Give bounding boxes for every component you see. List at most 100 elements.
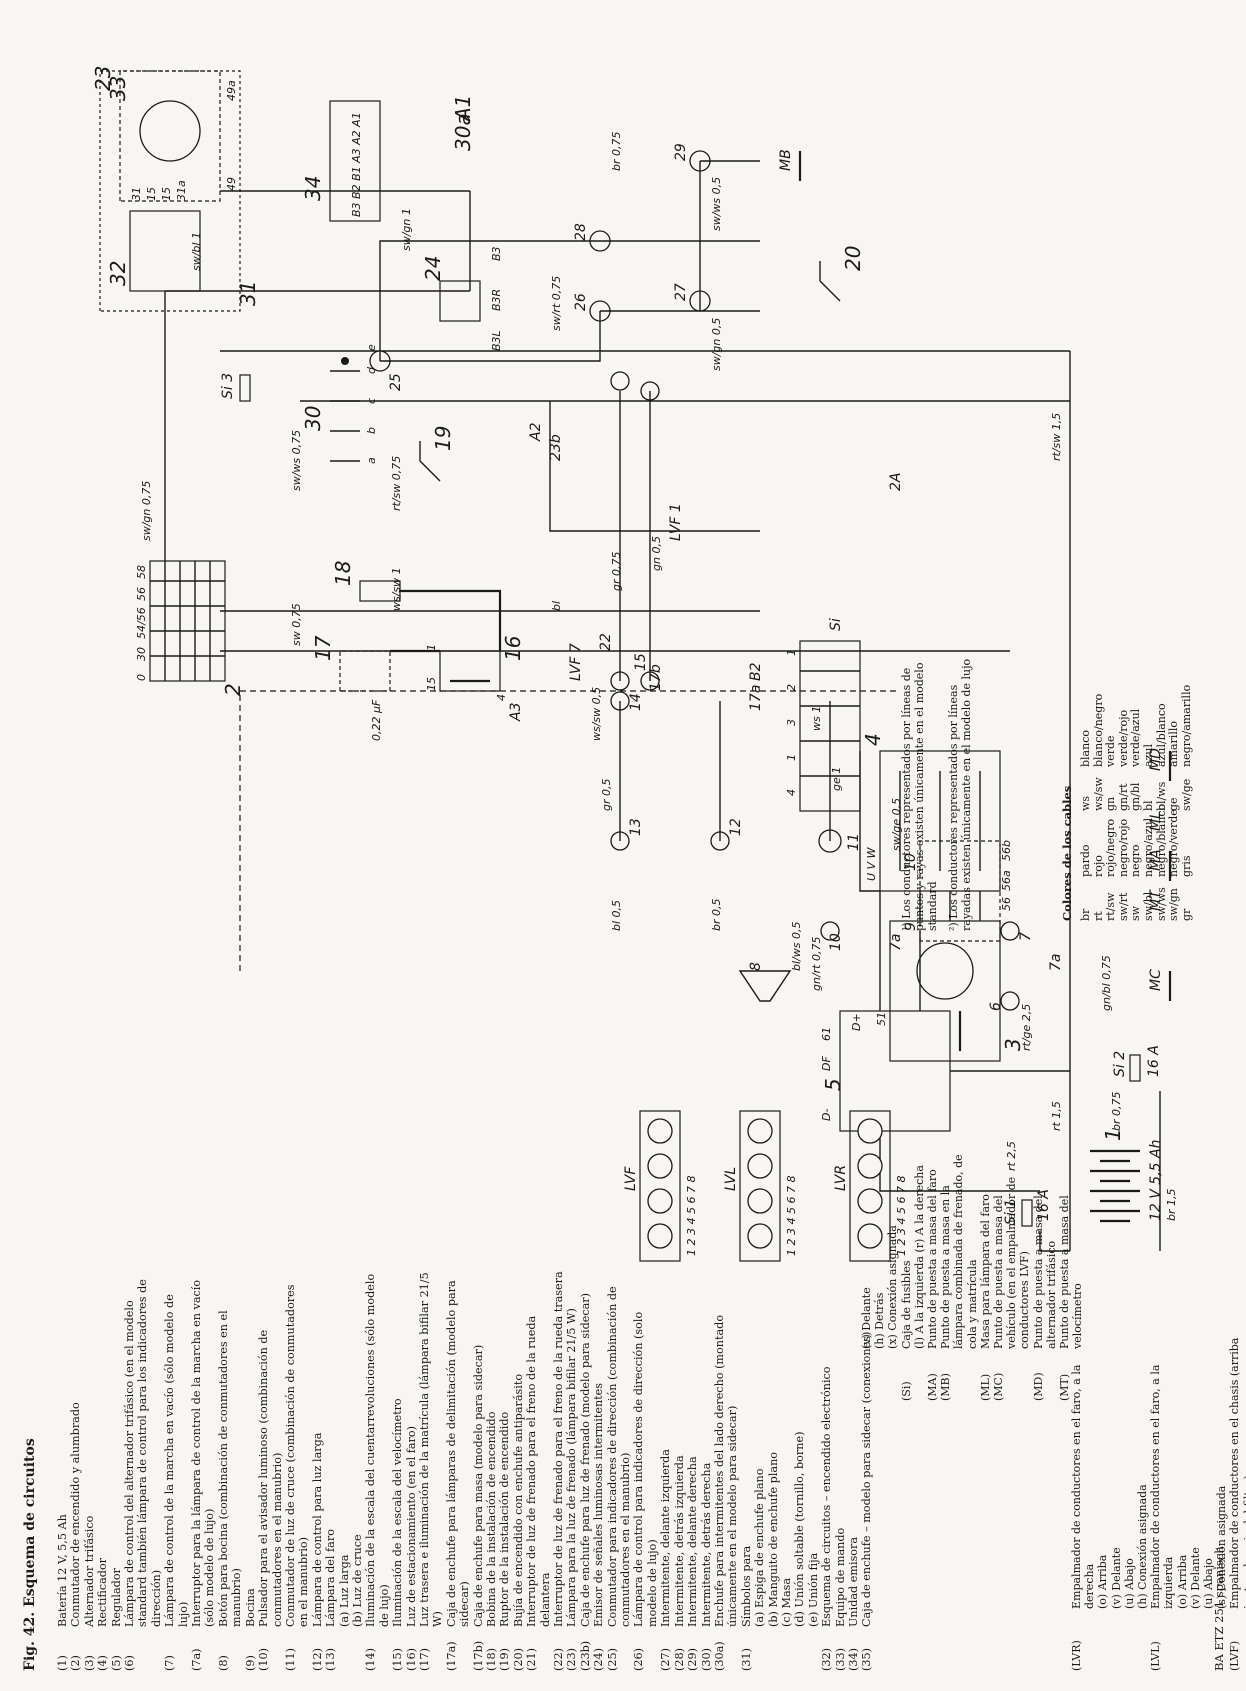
node-2a: 2A xyxy=(888,473,904,491)
fuse-box-num-0: 4 xyxy=(785,789,798,796)
component-label-9: 8 xyxy=(748,962,764,971)
terminal-d-plus: D+ xyxy=(850,1013,863,1031)
component-label-19: 17 xyxy=(311,635,335,661)
cable-label: gn/rt 0,75 xyxy=(810,937,823,991)
node-b3r: B3R xyxy=(490,289,503,311)
component-label-7: 7 xyxy=(1018,932,1034,941)
terminal-d-minus: D- xyxy=(820,1109,833,1121)
cable-label: ws/sw 1 xyxy=(390,567,403,611)
connector-lvr-pins: 1 2 3 4 5 6 7 8 xyxy=(895,1176,908,1256)
node-a2: A2 xyxy=(528,422,544,442)
fuse-si2-label: Si 2 xyxy=(1112,1051,1128,1077)
component-label-4: 4 xyxy=(861,733,885,746)
indicator-switch-25: 24 B3R B3L B3 xyxy=(421,246,503,351)
cable-label: br 0,75 xyxy=(610,132,623,172)
electronic-ignition-32: 31 32 33 31 15 15 31a xyxy=(99,70,260,312)
node-lvf1: LVF 1 xyxy=(668,503,684,541)
cable-label: sw/gn 0,5 xyxy=(710,318,723,371)
component-label-2: 2 xyxy=(221,683,245,696)
fuse-si1: Si 1 16 A xyxy=(1003,1189,1052,1227)
fuse-box-num-4: 1 xyxy=(785,649,798,656)
cable-label: gr 0,75 xyxy=(610,552,623,592)
component-label-14: 12 xyxy=(728,818,744,836)
component-label-31: 30 xyxy=(301,406,325,431)
symbol-a: a xyxy=(365,457,378,464)
component-label-17: 15 xyxy=(633,653,649,671)
node-17b: 17b xyxy=(648,664,664,691)
cable-label: sw 0,75 xyxy=(290,603,303,646)
spark-plug-20: 18 xyxy=(331,561,401,602)
component-label-21: 19 xyxy=(431,426,455,451)
fuse-si3: Si 3 xyxy=(220,373,251,402)
symbol-d: d xyxy=(365,366,378,374)
wire-standard-dashed xyxy=(239,690,900,971)
regulator-5: 5 D- DF 61 D+ 51 xyxy=(820,1010,951,1132)
component-label-15: 13 xyxy=(628,818,644,836)
terminal-61: 61 xyxy=(820,1027,833,1041)
component-label-12: 10 xyxy=(828,933,844,951)
fuse-si2: Si 2 16 A xyxy=(1112,1045,1162,1082)
component-label-22: 20 xyxy=(841,246,865,271)
cable-label: br 0,75 xyxy=(1110,1092,1123,1132)
symbol-b: b xyxy=(365,427,378,434)
cable-label: bl xyxy=(550,601,563,611)
lamp-23b xyxy=(610,371,630,391)
battery-rating: 12 V 5,5 Ah xyxy=(1148,1140,1164,1221)
cable-label: sw/rt 0,75 xyxy=(550,276,563,331)
fuse-box-num-2: 3 xyxy=(785,719,798,726)
unit-32-term-3: 31a xyxy=(175,180,188,201)
component-label-25: 24 xyxy=(421,256,445,281)
brake-switch-22: 20 xyxy=(819,246,865,302)
wire-rt-1-5-upper xyxy=(1039,1231,1070,1252)
cable-label: rt 1,5 xyxy=(1050,1101,1063,1131)
cable-label: gr 0,5 xyxy=(600,779,613,812)
symbols-31: 30 a b c d e xyxy=(301,344,378,464)
component-label-23: 22 xyxy=(598,633,614,651)
plug-35: B3 B2 B1 A3 A2 A1 34 xyxy=(301,100,381,222)
brake-switch-21: 19 xyxy=(419,426,455,482)
cable-label: br 1,5 xyxy=(1165,1189,1178,1222)
cable-label: sw/ge 0,5 xyxy=(890,798,903,851)
wire-rt-1-5-branch xyxy=(300,400,760,532)
cable-label: sw/gn 1 xyxy=(400,208,413,251)
cable-label: gn 0,5 xyxy=(650,536,663,571)
node-30a: 30a xyxy=(451,113,475,151)
cable-label: rt/sw 0,75 xyxy=(390,456,403,511)
cable-label: rt 2,5 xyxy=(1005,1141,1018,1171)
node-56b: 56b xyxy=(1000,840,1013,861)
fuse-si3-label: Si 3 xyxy=(220,373,236,399)
component-label-6: 6 xyxy=(988,1002,1004,1011)
node-56: 56 xyxy=(1000,897,1013,911)
cable-label: ws 1 xyxy=(810,706,823,731)
unit-32-term-2: 15 xyxy=(160,187,173,201)
cable-label: bl/ws 0,5 xyxy=(790,922,803,971)
component-label-16: 14 xyxy=(628,693,644,711)
component-label-33: 32 xyxy=(106,261,130,286)
cable-label: bl 0,5 xyxy=(610,900,623,931)
component-label-30: 29 xyxy=(673,143,689,161)
cable-label: ge 1 xyxy=(830,767,843,791)
connector-lvr: LVR 1 2 3 4 5 6 7 8 xyxy=(833,1110,908,1262)
cable-label: sw/ws 0,5 xyxy=(710,177,723,231)
node-23b: 23b xyxy=(548,434,564,461)
wire-ignition xyxy=(390,589,502,653)
fuse-si1-label: Si 1 xyxy=(1003,1199,1019,1225)
node-1: 1 xyxy=(425,644,438,651)
component-label-10: 9 xyxy=(903,922,919,931)
connector-lvl-pins: 1 2 3 4 5 6 7 8 xyxy=(785,1176,798,1256)
emitter-unit-34 xyxy=(139,100,201,162)
node-49: 49 xyxy=(225,177,238,191)
component-label-7a: 7a xyxy=(1048,954,1064,972)
alternator-3: 3 xyxy=(889,920,1025,1062)
ground-mb: MB xyxy=(778,149,794,171)
unit-32-term-1: 15 xyxy=(145,187,158,201)
node-b3: B3 xyxy=(490,246,503,261)
unit-32-term-0: 31 xyxy=(130,187,143,201)
cable-label: sw/gn 0,75 xyxy=(140,481,153,541)
ground-ml: ML xyxy=(1148,811,1164,831)
cable-label: ws/sw 0,5 xyxy=(590,687,603,741)
ground-markers: MD MC MA MT ML MB xyxy=(778,149,1172,1001)
cable-label: sw/bl 1 xyxy=(190,232,203,271)
